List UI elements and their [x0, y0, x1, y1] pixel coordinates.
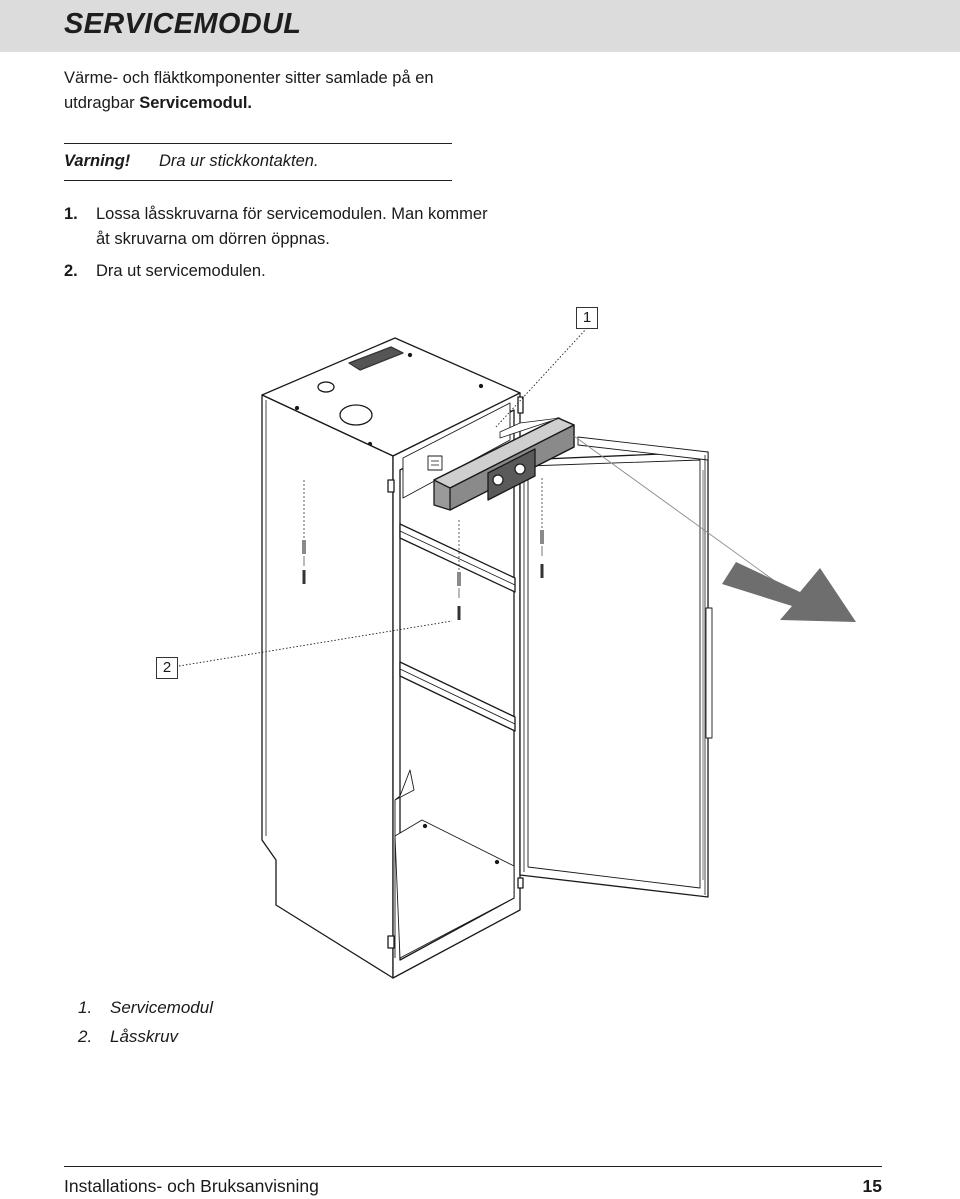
top-duct-hole: [339, 404, 373, 426]
page-title: SERVICEMODUL: [64, 8, 302, 40]
legend-number: 2.: [78, 1027, 93, 1046]
callout-2-leader: [178, 620, 453, 667]
step-1: 1. Lossa låsskruvarna för servicemodulen…: [64, 202, 488, 252]
pull-direction-line: [573, 435, 791, 593]
callout-1-box: 1: [576, 307, 598, 329]
door-handle: [705, 607, 713, 739]
callout-2-box: 2: [156, 657, 178, 679]
pull-arrow-icon: [722, 562, 856, 622]
intro-text: Värme- och fläktkomponenter sitter samla…: [64, 69, 434, 112]
warning-rule-bottom: [64, 180, 452, 181]
locking-screw-2: [457, 520, 461, 620]
step-number: 1.: [64, 205, 78, 223]
connector-block: [427, 455, 443, 471]
locking-screw-3: [540, 478, 544, 578]
warning-rule-top: [64, 143, 452, 144]
step-number: 2.: [64, 262, 78, 280]
legend-text: Servicemodul: [110, 998, 213, 1017]
callout-1-leader: [494, 327, 588, 429]
legend-text: Låsskruv: [110, 1027, 179, 1046]
footer-title: Installations- och Bruksanvisning: [64, 1176, 319, 1196]
warning-row: Varning! Dra ur stickkontakten.: [64, 152, 319, 171]
control-knob-1: [492, 474, 504, 486]
page-number: 15: [862, 1176, 882, 1196]
intro-bold: Servicemodul.: [139, 94, 253, 112]
control-knob-2: [514, 463, 526, 475]
intro-paragraph: Värme- och fläktkomponenter sitter samla…: [64, 66, 484, 116]
lower-compartment: [394, 819, 515, 959]
footer-rule: [64, 1166, 882, 1167]
step-text: Lossa låsskruvarna för servicemodulen. M…: [96, 205, 488, 248]
legend-number: 1.: [78, 998, 93, 1017]
module-control-panel: [487, 448, 536, 501]
cabinet-left-side: [261, 394, 394, 979]
step-2: 2. Dra ut servicemodulen.: [64, 259, 484, 284]
step-text: Dra ut servicemodulen.: [96, 262, 266, 280]
warning-label: Varning!: [64, 152, 131, 170]
top-small-hole: [317, 381, 335, 393]
header-bar: [0, 0, 960, 52]
warning-text: Dra ur stickkontakten.: [159, 152, 319, 170]
top-vent-grille: [348, 346, 404, 371]
locking-screw-1: [302, 480, 306, 584]
